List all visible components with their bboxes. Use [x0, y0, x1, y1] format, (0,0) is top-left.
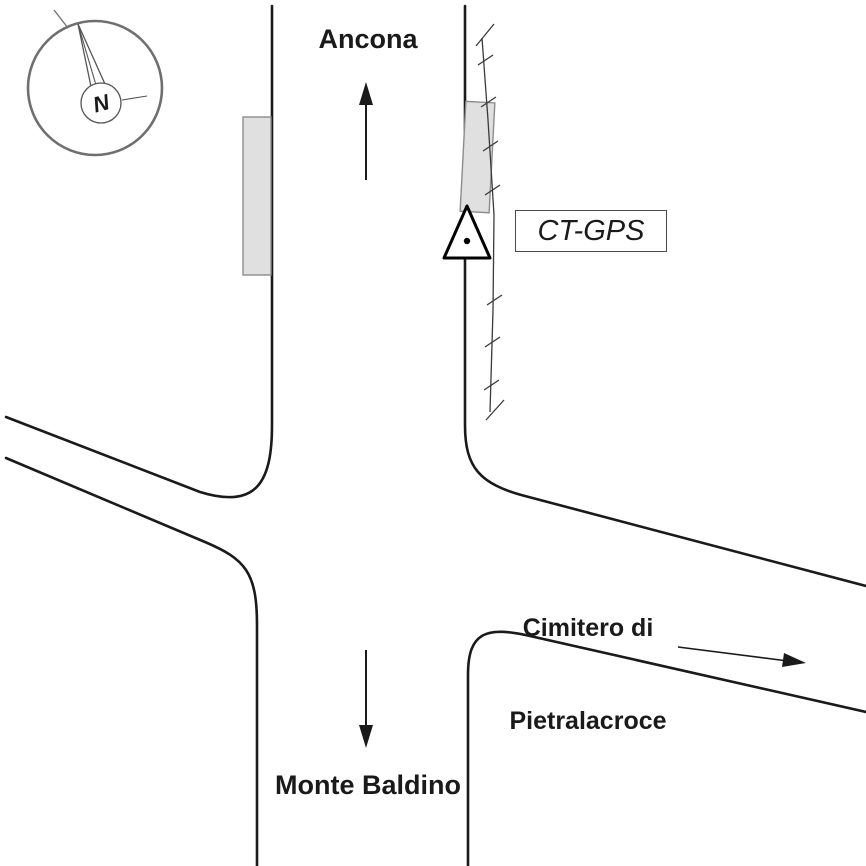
compass-inner-circle — [80, 82, 122, 124]
road-edge-main-right — [463, 4, 866, 588]
compass-outer-tick — [53, 9, 69, 29]
arrow-right-icon — [677, 646, 806, 667]
fence-line — [481, 37, 495, 413]
label-destination-monte-baldino: Monte Baldino — [275, 770, 461, 800]
fence-end-top — [475, 23, 495, 47]
label-destination-cimitero-line1: Cimitero di — [522, 614, 654, 642]
station-dot — [463, 237, 471, 245]
station-label: CT-GPS — [537, 214, 645, 247]
building-right — [459, 100, 496, 214]
compass-north-label: N — [90, 89, 113, 118]
buildings — [242, 100, 496, 276]
label-destination-cimitero-line2: Pietralacroce — [509, 707, 667, 735]
label-destination-ancona: Ancona — [318, 24, 418, 54]
arrow-down-icon — [359, 650, 373, 748]
survey-triangle-with-dot-icon — [442, 204, 492, 260]
station-triangle — [442, 204, 492, 260]
compass-rose-icon: N — [26, 9, 164, 157]
compass-side-tick — [121, 95, 148, 101]
fence-ticks — [477, 54, 503, 391]
station-label-box: CT-GPS — [515, 210, 667, 252]
road-edge-lower-right — [466, 630, 866, 866]
road-edge-lower-left — [4, 456, 259, 866]
building-left — [242, 116, 272, 276]
road-edge-main-left — [4, 4, 274, 499]
compass-outer-circle — [26, 19, 164, 157]
label-destination-cimitero: Cimitero di Pietralacroce — [509, 551, 666, 799]
roads — [4, 4, 866, 866]
arrow-up-icon — [359, 82, 373, 180]
fence-hatched-line-icon — [475, 23, 505, 421]
fence-end-bottom — [485, 399, 505, 421]
